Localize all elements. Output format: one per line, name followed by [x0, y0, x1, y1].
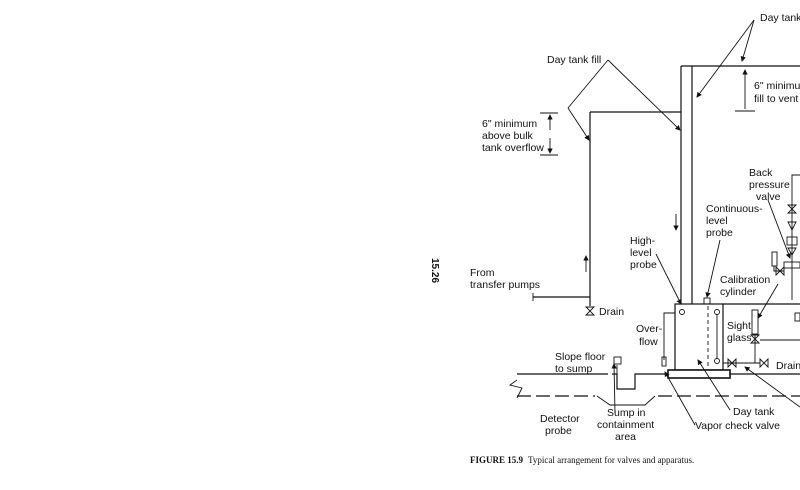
label-min-above-overflow: above bulk [482, 130, 534, 142]
page-number: 15.26 [429, 258, 440, 283]
label-min-fill-vent: 6" minimum [754, 80, 800, 92]
dimension-markers [540, 69, 755, 156]
label-detector-probe: Detector [540, 413, 580, 425]
label-back-pressure-valve: Back [749, 167, 773, 179]
label-detector-probe: probe [545, 425, 572, 437]
label-sump: Sump in [607, 407, 646, 419]
label-slope-floor: to sump [555, 363, 593, 375]
label-slope-floor: Slope floor [555, 351, 606, 363]
label-calibration-cylinder: Calibration [720, 274, 770, 286]
label-day-tank-bottom: Day tank [733, 406, 775, 418]
label-min-above-overflow: tank overflow [482, 142, 544, 154]
label-day-tank-fill: Day tank fill [547, 54, 601, 66]
figure-caption-text: Typical arrangement for valves and appar… [528, 455, 694, 465]
label-overflow: flow [639, 336, 658, 348]
label-back-pressure-valve: pressure [749, 179, 790, 191]
label-day-tank-top: Day tank [760, 12, 800, 24]
label-continuous-level-probe: level [706, 215, 728, 227]
label-high-level-probe: probe [630, 259, 657, 271]
label-min-above-overflow: 6" minimum [482, 118, 537, 130]
label-sight-glass: Sight [727, 320, 751, 332]
label-min-fill-vent: fill to vent [754, 93, 798, 105]
label-sump: containment [597, 419, 654, 431]
label-high-level-probe: level [630, 247, 652, 259]
label-sight-glass: glass [727, 332, 752, 344]
labels: Day tank Day tank fill 6" minimum fill t… [470, 12, 800, 443]
figure-number: FIGURE 15.9 [470, 455, 524, 465]
label-overflow: Over- [636, 323, 663, 335]
label-sump: area [615, 431, 636, 443]
piping [508, 65, 800, 406]
label-back-pressure-valve: valve [756, 191, 781, 203]
label-drain-left: Drain [599, 306, 624, 318]
leader-lines [567, 19, 800, 426]
label-calibration-cylinder: cylinder [720, 286, 757, 298]
label-drain-right: Drain [776, 360, 800, 372]
label-continuous-level-probe: Continuous- [706, 203, 763, 215]
label-high-level-probe: High- [630, 235, 656, 247]
label-continuous-level-probe: probe [706, 227, 733, 239]
figure-caption: FIGURE 15.9 Typical arrangement for valv… [470, 455, 694, 465]
label-vapor-check-valve: Vapor check valve [695, 420, 780, 432]
label-from-transfer-pumps: transfer pumps [470, 279, 540, 291]
label-from-transfer-pumps: From [470, 267, 495, 279]
